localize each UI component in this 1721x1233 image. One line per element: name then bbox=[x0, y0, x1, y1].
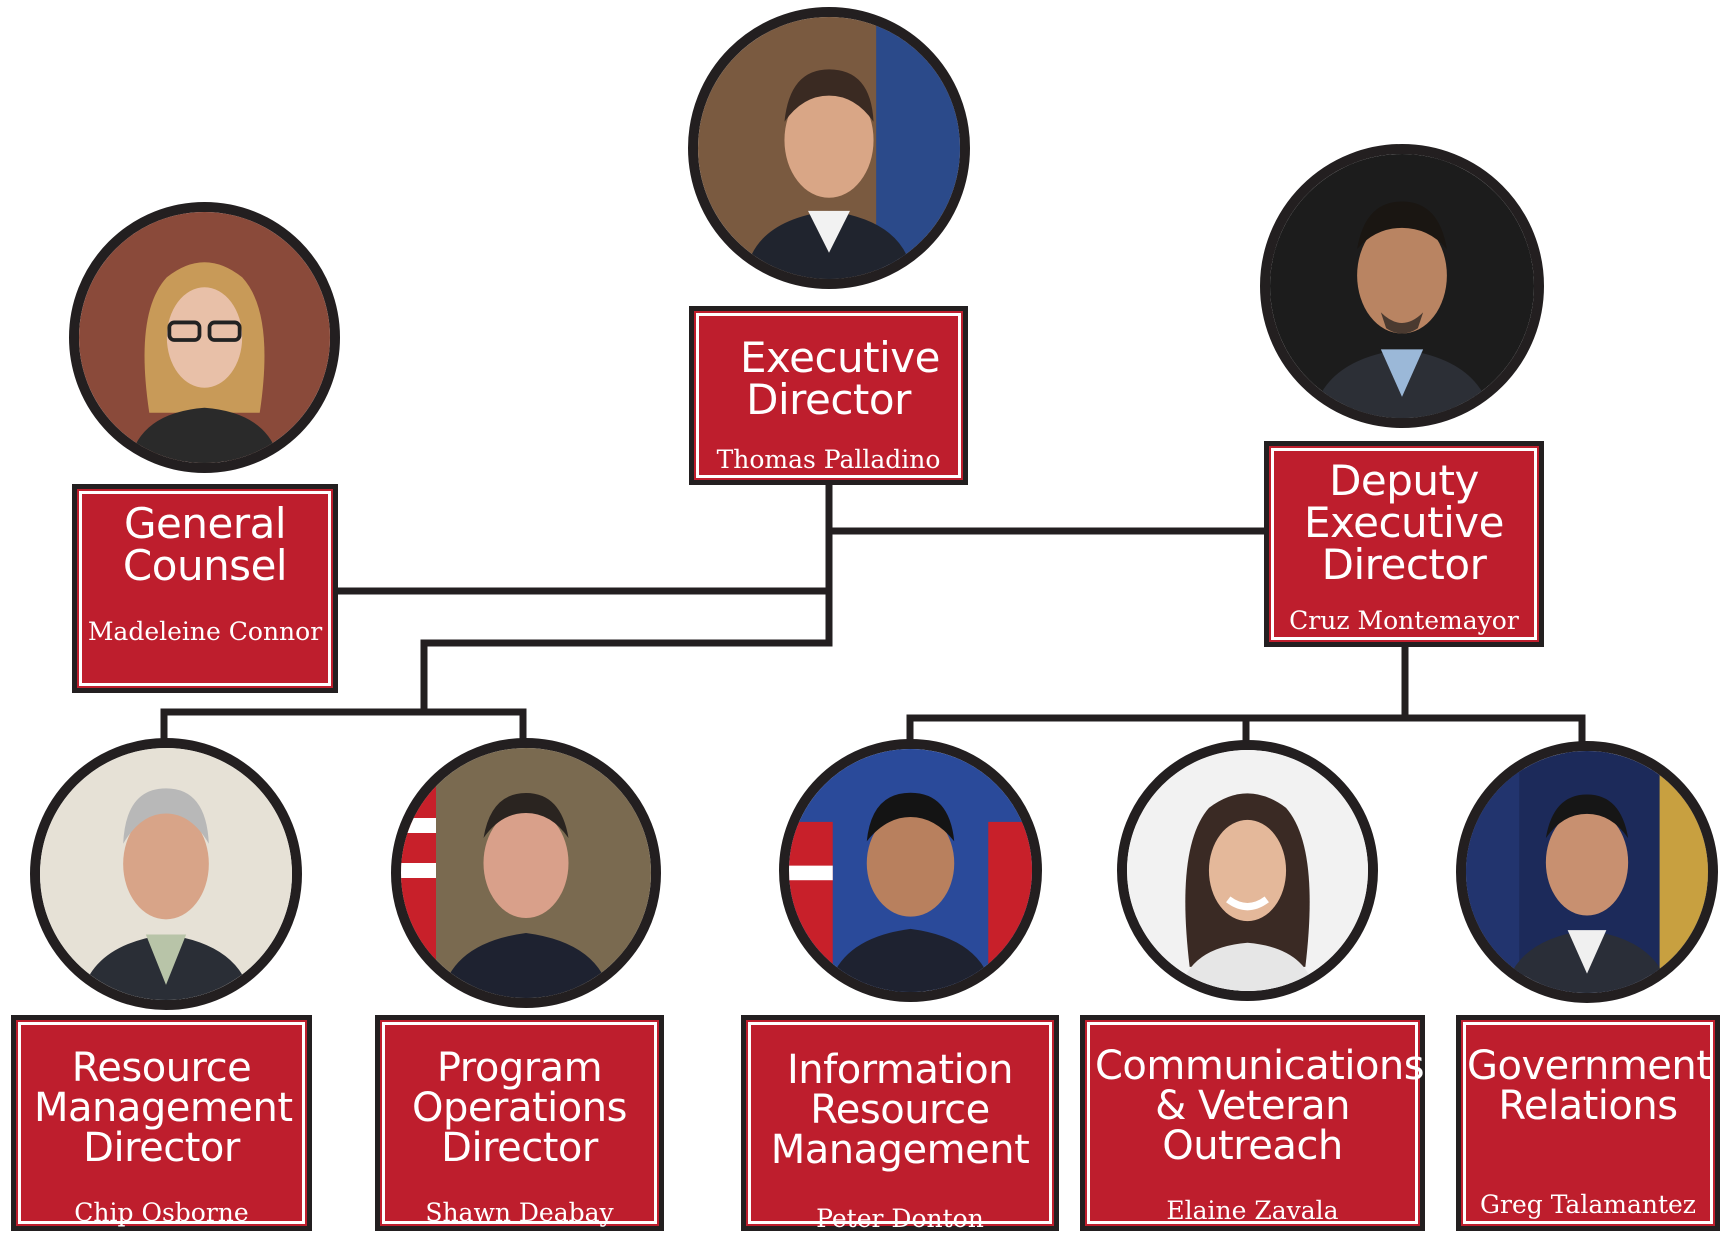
information-resource-management-box: Information Resource Management Peter Do… bbox=[741, 1015, 1059, 1231]
resource-management-director-box: Resource Management Director Chip Osborn… bbox=[11, 1015, 312, 1231]
communications-veteran-outreach-box: Communications & Veteran Outreach Elaine… bbox=[1080, 1015, 1425, 1231]
resource-management-director-title: Resource Management Director bbox=[34, 1045, 293, 1171]
deputy-executive-director-portrait-icon bbox=[1270, 154, 1534, 418]
communications-veteran-outreach-photo bbox=[1117, 740, 1378, 1001]
general-counsel-name: Madeleine Connor bbox=[87, 617, 323, 646]
deputy-executive-director-title: Deputy Executive Director bbox=[1304, 456, 1504, 589]
exec-to-units-line bbox=[420, 478, 833, 712]
program-operations-director-box: Program Operations Director Shawn Deabay bbox=[375, 1015, 664, 1231]
executive-director-portrait-icon bbox=[698, 17, 960, 279]
program-operations-director-portrait-icon bbox=[401, 748, 651, 998]
government-relations-box: Government Relations Greg Talamantez bbox=[1456, 1015, 1720, 1231]
government-relations-name: Greg Talamantez bbox=[1480, 1190, 1696, 1219]
information-resource-management-name: Peter Donton bbox=[816, 1204, 984, 1233]
resource-management-director-name: Chip Osborne bbox=[74, 1198, 249, 1227]
resource-management-director-photo bbox=[30, 738, 302, 1010]
executive-director-name: Thomas Palladino bbox=[716, 445, 941, 474]
left-branch-line bbox=[160, 708, 527, 742]
government-relations-portrait-icon bbox=[1466, 751, 1708, 993]
general-counsel-portrait-icon bbox=[79, 212, 330, 463]
communications-veteran-outreach-portrait-icon bbox=[1127, 750, 1368, 991]
communications-veteran-outreach-title: Communications & Veteran Outreach bbox=[1095, 1043, 1425, 1169]
executive-director-title: Executive Director bbox=[740, 333, 940, 424]
program-operations-director-photo bbox=[391, 738, 661, 1008]
program-operations-director-title: Program Operations Director bbox=[412, 1045, 627, 1171]
deputy-executive-director-photo bbox=[1260, 144, 1544, 428]
deputy-executive-director-name: Cruz Montemayor bbox=[1289, 606, 1519, 635]
general-counsel-title: General Counsel bbox=[122, 499, 288, 590]
deputy-executive-director-box: Deputy Executive Director Cruz Montemayo… bbox=[1264, 441, 1544, 647]
information-resource-management-portrait-icon bbox=[789, 749, 1032, 992]
general-counsel-photo bbox=[69, 202, 340, 473]
communications-veteran-outreach-name: Elaine Zavala bbox=[1166, 1196, 1339, 1225]
program-operations-director-name: Shawn Deabay bbox=[425, 1198, 614, 1227]
executive-director-photo bbox=[688, 7, 970, 289]
government-relations-title: Government Relations bbox=[1467, 1043, 1712, 1129]
information-resource-management-photo bbox=[779, 739, 1042, 1002]
general-counsel-box: General Counsel Madeleine Connor bbox=[72, 484, 338, 693]
information-resource-management-title: Information Resource Management bbox=[770, 1047, 1030, 1173]
resource-management-director-portrait-icon bbox=[40, 748, 292, 1000]
executive-director-box: Executive Director Thomas Palladino bbox=[689, 306, 968, 485]
government-relations-photo bbox=[1456, 741, 1718, 1003]
